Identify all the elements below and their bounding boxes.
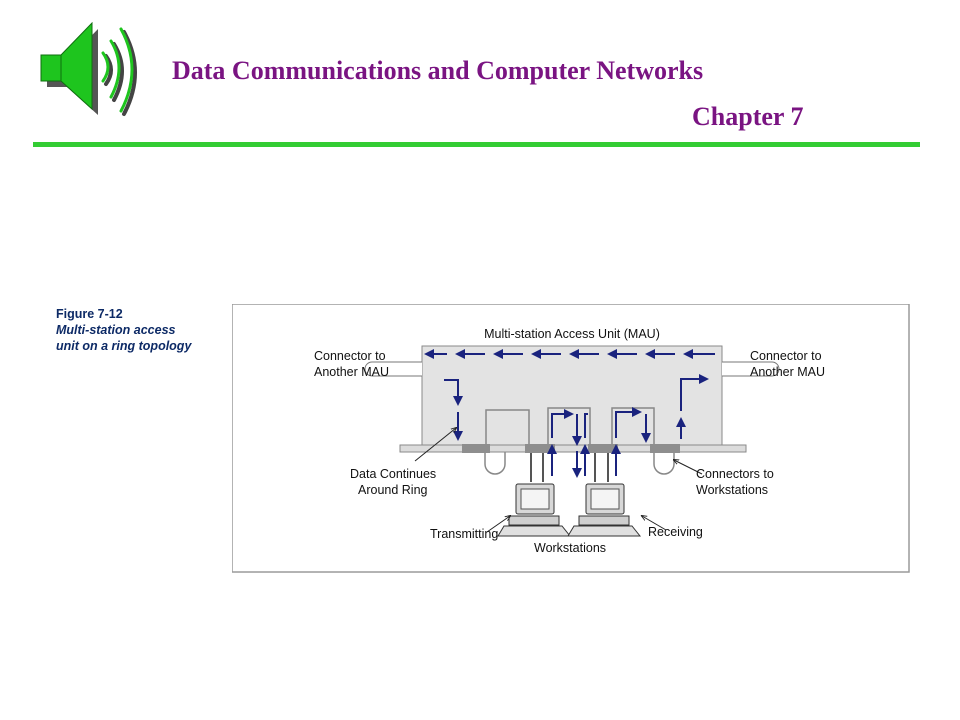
mau-label: Multi-station Access Unit (MAU) [484, 327, 660, 341]
mau-box [421, 345, 723, 449]
callout-transmitting [486, 516, 510, 533]
workstation-receiving-icon [567, 483, 642, 537]
callout-connectors [674, 460, 703, 475]
figure-number: Figure 7-12 [56, 307, 123, 321]
chapter-label: Chapter 7 [692, 102, 804, 131]
loopback-left [484, 452, 506, 475]
label-connector-right-1: Connector to [750, 349, 822, 363]
callout-receiving [642, 516, 667, 531]
label-connectors-ws-2: Workstations [696, 483, 768, 497]
figure-caption: Figure 7-12 Multi-station access unit on… [56, 306, 228, 354]
label-transmitting: Transmitting [430, 527, 498, 541]
figure-description-line-1: Multi-station access [56, 323, 176, 337]
label-data-continues-2: Around Ring [358, 483, 428, 497]
port-2 [525, 444, 555, 453]
callout-data-continues [414, 428, 456, 462]
slide-title: Data Communications and Computer Network… [172, 56, 704, 85]
sound-waves-icon [101, 27, 137, 116]
port-4 [650, 444, 680, 453]
label-connector-left-2: Another MAU [314, 365, 389, 379]
ring-flow-arrows [424, 349, 715, 478]
mau-ring-topology-diagram: Multi-station Access Unit (MAU) [232, 304, 910, 573]
label-connectors-ws-1: Connectors to [696, 467, 774, 481]
label-connector-right-2: Another MAU [750, 365, 825, 379]
base-bar [399, 444, 747, 453]
speaker-sound-icon[interactable] [38, 22, 158, 126]
left-mau-connector [364, 361, 422, 377]
title-divider [33, 142, 920, 147]
port-3 [588, 444, 618, 453]
label-receiving: Receiving [648, 525, 703, 539]
station-loop-a [547, 407, 591, 448]
figure-description-line-2: unit on a ring topology [56, 339, 192, 353]
label-connector-left-1: Connector to [314, 349, 386, 363]
right-mau-connector [722, 361, 780, 377]
loopback-right [653, 452, 675, 475]
label-data-continues-1: Data Continues [350, 467, 436, 481]
internal-loop [485, 409, 530, 448]
workstation-transmitting-icon [497, 483, 572, 537]
port-1 [462, 444, 490, 453]
speaker-icon-body [40, 22, 93, 111]
label-workstations: Workstations [534, 541, 606, 555]
